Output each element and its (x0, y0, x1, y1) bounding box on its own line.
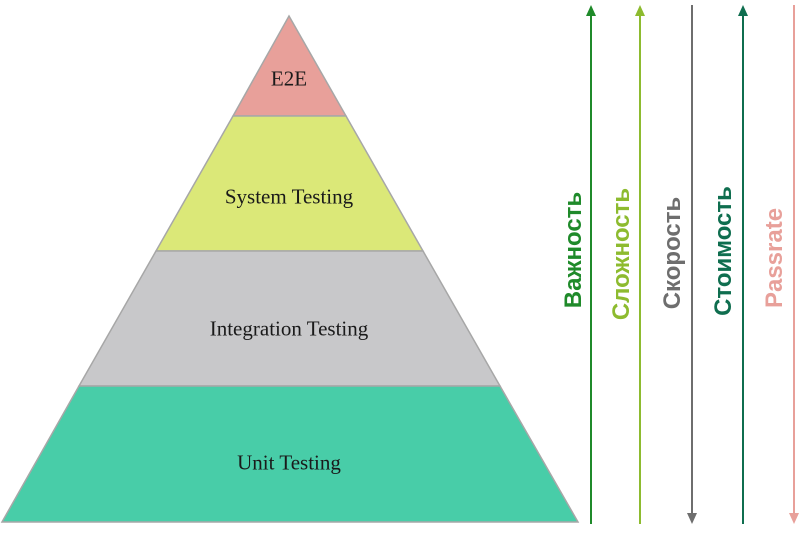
tier-label-unit-testing: Unit Testing (237, 450, 341, 475)
axis-arrow-importance (586, 5, 596, 524)
axis-label-cost: Стоимость (710, 186, 737, 316)
tier-label-e2e: E2E (270, 66, 308, 91)
axis-arrow-passrate (789, 5, 799, 524)
pyramid-tier-unit-testing (0, 385, 580, 523)
tier-label-integration-testing: Integration Testing (209, 316, 369, 341)
axis-label-passrate: Passrate (761, 207, 788, 309)
tier-label-system-testing: System Testing (224, 184, 354, 209)
axis-label-importance: Важность (560, 191, 587, 309)
axis-label-speed: Скорость (659, 196, 686, 310)
pyramid-tier-system-testing (154, 115, 425, 252)
axis-label-complexity: Сложность (608, 187, 635, 321)
axis-arrow-cost (738, 5, 748, 524)
axis-arrow-speed (687, 5, 697, 524)
axis-arrow-complexity (635, 5, 645, 524)
